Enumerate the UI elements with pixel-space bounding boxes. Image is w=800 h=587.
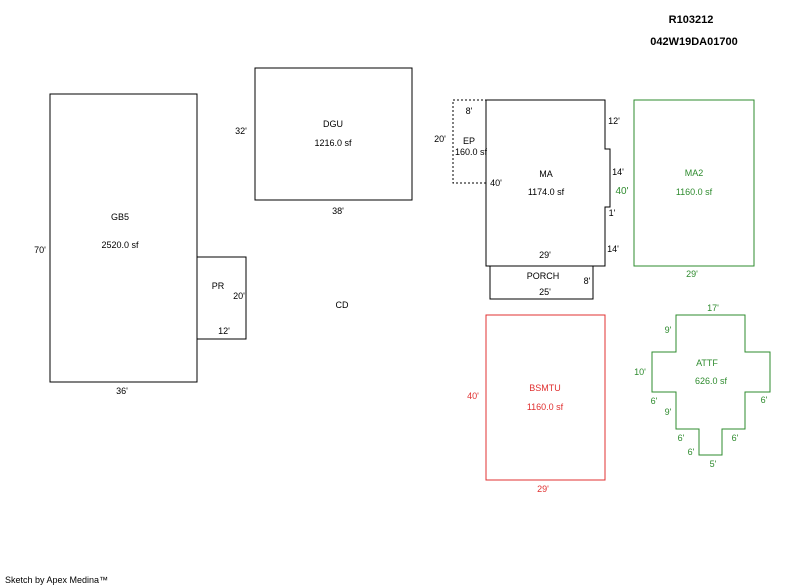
porch-dim-right: 8' [584, 276, 591, 286]
ma-dim-right-2: 14' [612, 167, 624, 177]
ep-area: 160.0 sf [455, 147, 488, 157]
sketch-credit: Sketch by Apex Medina™ [5, 575, 108, 585]
parcel-id: R103212 [669, 14, 714, 26]
dgu-dim-left: 32' [235, 126, 247, 136]
gb5-area: 2520.0 sf [101, 240, 139, 250]
attf-area: 626.0 sf [695, 376, 728, 386]
bsmtu-dim-bottom: 29' [537, 484, 549, 494]
ma2-area: 1160.0 sf [676, 187, 713, 197]
dgu-area: 1216.0 sf [314, 138, 352, 148]
gb5-dim-left: 70' [34, 245, 46, 255]
ma2-dim-left: 40' [615, 186, 628, 197]
dgu-dim-bottom: 38' [332, 206, 344, 216]
attf-dim-lower-left: 6' [651, 396, 658, 406]
porch-label: PORCH [527, 271, 560, 281]
pr-dim-right: 20' [233, 291, 245, 301]
attf-dim-left-vertical: 9' [665, 407, 672, 417]
porch-outline [489, 266, 594, 300]
dgu-outline [254, 67, 413, 201]
attf-dim-lower-bottom: 6' [678, 433, 685, 443]
ma-dim-bottom: 29' [539, 250, 551, 260]
ep-label: EP [463, 136, 475, 146]
ma-outline [485, 99, 611, 267]
pr-outline [197, 256, 247, 340]
ma-dim-left: 40' [490, 178, 502, 188]
ma-dim-right-1: 12' [608, 116, 620, 126]
gb5-dim-bottom: 36' [116, 386, 128, 396]
dgu-label: DGU [323, 119, 343, 129]
ma2-dim-bottom: 29' [686, 269, 698, 279]
ma2-outline [633, 99, 755, 267]
ma2-label: MA2 [685, 168, 704, 178]
bsmtu-dim-left: 40' [467, 391, 479, 401]
attf-label: ATTF [696, 358, 718, 368]
attf-dim-left: 10' [634, 367, 646, 377]
attf-dim-bottom-left: 6' [688, 447, 695, 457]
ep-outline [452, 99, 487, 184]
attf-dim-right: 6' [761, 395, 768, 405]
ma-dim-right-3: 1' [609, 208, 616, 218]
bsmtu-area: 1160.0 sf [527, 402, 564, 412]
porch-dim-bottom: 25' [539, 287, 551, 297]
attf-dim-top: 17' [707, 303, 719, 313]
attf-dim-bottom: 5' [710, 459, 717, 469]
ma-area: 1174.0 sf [528, 187, 565, 197]
bsmtu-outline [485, 314, 606, 481]
pr-label: PR [212, 281, 225, 291]
gb5-outline [49, 93, 198, 383]
bsmtu-label: BSMTU [529, 383, 561, 393]
ma-dim-right-4: 14' [607, 244, 619, 254]
account-id: 042W19DA01700 [650, 36, 737, 48]
ep-dim-top: 8' [466, 106, 473, 116]
pr-dim-bottom: 12' [218, 326, 230, 336]
ep-dim-left: 20' [434, 134, 446, 144]
attf-outline [651, 314, 771, 456]
cd-label: CD [336, 300, 349, 310]
attf-dim-bottom-right: 6' [732, 433, 739, 443]
attf-dim-upper-left: 9' [665, 325, 672, 335]
gb5-label: GB5 [111, 212, 129, 222]
ma-label: MA [539, 169, 553, 179]
